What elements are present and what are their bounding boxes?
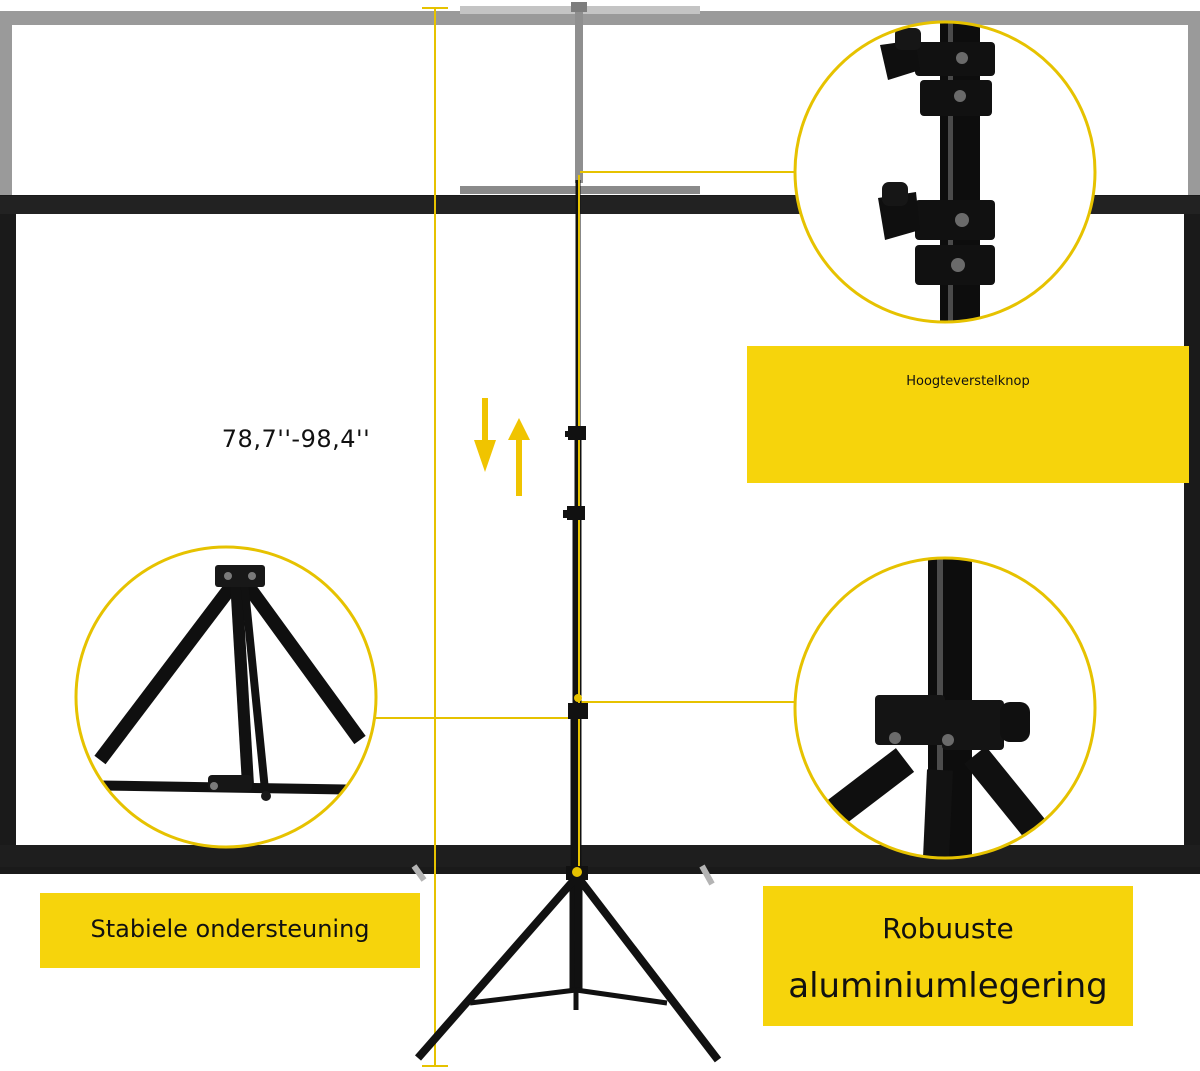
robust-alloy-label-box: Robuuste aluminiumlegering: [763, 886, 1133, 1026]
height-range-label: 78,7''-98,4'': [221, 425, 371, 453]
up-down-arrows-icon: [474, 398, 530, 496]
tripod-stand: [414, 175, 722, 1063]
zoom-leg-joint: [793, 556, 1097, 860]
robust-label-line1: Robuuste: [882, 912, 1014, 945]
height-knob-label: Hoogteverstelknop: [906, 374, 1030, 389]
stable-support-label: Stabiele ondersteuning: [90, 915, 370, 943]
zoom-height-knobs: [793, 20, 1097, 324]
callout-lines: [376, 171, 800, 719]
height-guide: [422, 7, 448, 1067]
height-knob-label-box: Hoogteverstelknop: [747, 346, 1189, 483]
extended-pole: [571, 2, 587, 183]
screen-feet: [411, 864, 715, 886]
robust-label-line2: aluminiumlegering: [788, 966, 1108, 1006]
zoom-tripod-base: [74, 545, 378, 849]
stable-support-label-box: Stabiele ondersteuning: [40, 893, 420, 968]
